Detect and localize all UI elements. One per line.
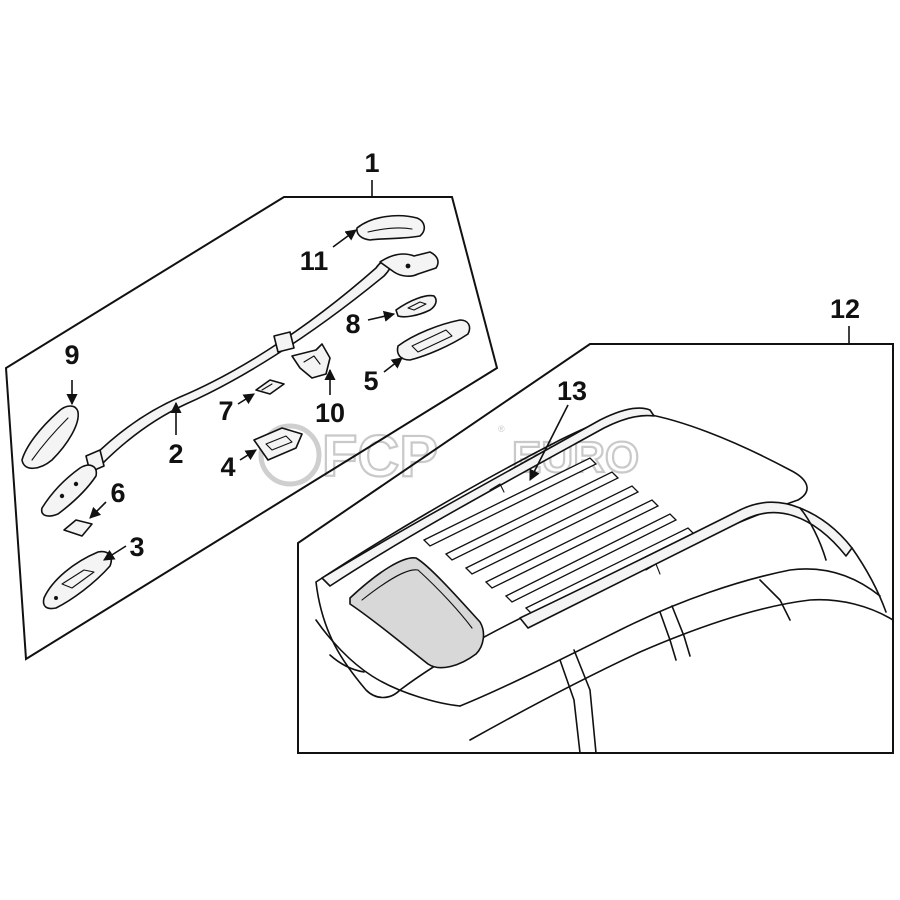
left-rail-mount	[489, 483, 505, 493]
left-roof-rail	[321, 407, 655, 587]
callout-11: 11	[300, 246, 329, 276]
leader-11	[332, 229, 357, 248]
callout-12: 12	[830, 294, 860, 324]
callout-6: 6	[110, 478, 125, 508]
part-5-detail	[411, 329, 453, 353]
callout-2: 2	[168, 439, 183, 469]
part-11-detail	[367, 227, 413, 233]
callout-3: 3	[129, 532, 144, 562]
watermark-registered: ®	[498, 424, 505, 434]
roof-slat-1	[422, 457, 598, 547]
part-8-small-cover	[395, 294, 437, 318]
callout-13: 13	[557, 376, 587, 406]
part-7-pad	[255, 379, 285, 395]
leader-13	[529, 404, 569, 481]
leader-7	[237, 393, 255, 405]
callout-8: 8	[345, 309, 360, 339]
part-9-detail	[31, 417, 69, 461]
part-5-front-cover	[396, 319, 471, 361]
hood-line	[329, 654, 365, 673]
part-8-detail	[407, 301, 427, 311]
rear-pillar	[799, 507, 827, 561]
roof-outline	[315, 412, 808, 699]
watermark-ring-icon	[258, 423, 322, 487]
right-panel: 12 13	[297, 294, 894, 754]
callout-10: 10	[315, 398, 345, 428]
roof-slat-4	[484, 499, 660, 589]
a-pillar-inner	[573, 649, 597, 754]
roof-slat-3	[464, 485, 640, 575]
windshield-edge	[315, 619, 461, 707]
c-pillar	[759, 579, 791, 621]
left-panel-frame	[4, 196, 499, 661]
part-10-detail	[303, 355, 321, 365]
part-6-spacer	[63, 519, 93, 537]
leader-4	[239, 449, 257, 461]
leader-8	[367, 310, 396, 322]
part-rear-end-piece	[40, 464, 98, 517]
a-pillar	[559, 659, 581, 754]
roof-slat-2	[444, 471, 620, 561]
roof-slat-5	[504, 513, 678, 603]
part-rear-end-bolt	[59, 493, 65, 499]
b-pillar	[659, 611, 677, 661]
leader-3	[103, 545, 127, 561]
part-3-detail	[61, 569, 95, 589]
part-7-detail	[261, 383, 273, 391]
right-roof-rail	[519, 501, 853, 629]
part-10-bracket	[291, 343, 331, 379]
beltline	[459, 568, 881, 707]
part-3-rear-base	[42, 550, 113, 610]
roof-slat-6	[524, 527, 696, 615]
callout-7: 7	[218, 396, 233, 426]
b-pillar-inner	[671, 605, 691, 657]
right-rail-mount	[645, 563, 661, 575]
sunroof-frame	[361, 569, 473, 629]
callout-4: 4	[220, 452, 235, 482]
part-2-bolt	[405, 263, 411, 269]
part-3-bolt	[54, 596, 58, 600]
callout-9: 9	[64, 340, 79, 370]
part-4-base-plate	[253, 427, 303, 461]
callout-1: 1	[364, 148, 379, 178]
part-2-mid-bracket	[273, 331, 295, 353]
rear-hatch-line	[851, 547, 887, 613]
leader-5	[383, 357, 403, 373]
watermark-brand: FCP	[322, 424, 438, 489]
door-top-line	[469, 598, 894, 741]
part-4-detail	[265, 435, 293, 451]
leader-6	[89, 501, 107, 519]
callout-5: 5	[363, 366, 378, 396]
left-panel: 1 11 2 10 8 5	[4, 148, 499, 661]
part-rear-end-bolt-2	[73, 481, 79, 487]
sunroof-glass	[349, 557, 485, 669]
